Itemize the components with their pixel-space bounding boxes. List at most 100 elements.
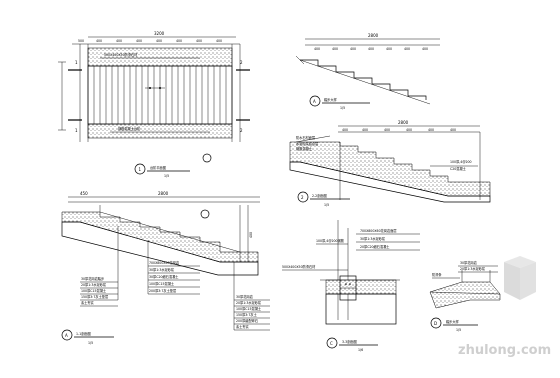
svg-text:20厚1:3水泥砂浆: 20厚1:3水泥砂浆 (236, 300, 262, 305)
svg-text:400: 400 (428, 128, 434, 132)
svg-text:30厚花岗岩踏步: 30厚花岗岩踏步 (81, 276, 104, 281)
svg-text:30厚1:3水泥砂浆: 30厚1:3水泥砂浆 (149, 267, 175, 272)
s11-right-notes: 30厚花岗岩 20厚1:3水泥砂浆 100厚C15混凝土 150厚3:7灰土 2… (234, 294, 270, 331)
s22-overall-dim: 2800 (398, 120, 409, 125)
svg-text:400: 400 (332, 47, 338, 51)
plan-section-mark-1b: 1 (75, 128, 78, 133)
svg-text:素土夯实: 素土夯实 (81, 300, 94, 305)
svg-text:400: 400 (216, 39, 222, 43)
svg-text:400: 400 (404, 47, 410, 51)
plan-title: 台阶平面图 (150, 165, 166, 170)
edge-notes: 30厚花岗岩 20厚1:3水泥砂浆 防滑条 (432, 260, 498, 279)
s33-notes: 100厚,4@200钢筋 700X800X60花岗岩面层 30厚1:3水泥砂浆 … (282, 228, 420, 271)
svg-text:400: 400 (350, 47, 356, 51)
plan-view: 3200 400 400 400 400 400 400 400 500 (58, 31, 250, 178)
section-3-3: 100厚,4@200钢筋 700X800X60花岗岩面层 30厚1:3水泥砂浆 … (282, 220, 420, 352)
s33-block (325, 279, 397, 295)
svg-text:防水石材面层: 防水石材面层 (296, 135, 315, 140)
svg-text:1: 1 (139, 167, 142, 172)
svg-text:100厚,4@200: 100厚,4@200 (450, 159, 472, 164)
watermark-text: zhulong.com (458, 343, 551, 358)
s11-title: 1-1剖面图 (76, 331, 91, 336)
edge-scale: 1/5 (456, 328, 461, 332)
svg-text:150厚3:7灰土: 150厚3:7灰土 (236, 312, 258, 317)
s22-right-notes: 100厚,4@200 C20混凝土 (430, 159, 478, 171)
svg-text:700X800X60花岗岩: 700X800X60花岗岩 (149, 260, 180, 265)
plan-title-bubble (134, 163, 146, 175)
svg-text:水泥砂浆结合层: 水泥砂浆结合层 (296, 141, 318, 146)
svg-text:400: 400 (342, 128, 348, 132)
plan-treads (93, 66, 227, 124)
s22-title-bubble (297, 191, 309, 203)
svg-text:400: 400 (422, 47, 428, 51)
s11-slab (61, 211, 259, 263)
svg-text:400: 400 (406, 128, 412, 132)
svg-text:30厚1:3水泥砂浆: 30厚1:3水泥砂浆 (360, 236, 386, 241)
plan-detail-bubble (202, 153, 212, 163)
s22-scale: 1/5 (324, 203, 329, 207)
svg-text:2: 2 (301, 195, 304, 200)
plan-sub-dims: 400 400 400 400 400 400 400 (96, 39, 222, 43)
s33-title-bubble (326, 337, 338, 349)
svg-text:100厚,4@200钢筋: 100厚,4@200钢筋 (316, 238, 344, 243)
plan-section-mark-2b: 2 (240, 128, 243, 133)
plan-left-dim: 500 (78, 39, 84, 43)
step-title: 踏步大样 (324, 97, 338, 102)
s11-detail-bubble (200, 209, 210, 219)
watermark-logo-icon (504, 256, 536, 300)
plan-note-mid: 钢筋混凝土台阶 (118, 126, 141, 131)
s11-mid-notes: 700X800X60花岗岩 30厚1:3水泥砂浆 30厚C20细石混凝土 100… (148, 260, 200, 295)
svg-text:钢筋混凝土: 钢筋混凝土 (296, 146, 313, 151)
step-profile-line (300, 59, 427, 100)
svg-text:20厚1:3水泥砂浆: 20厚1:3水泥砂浆 (81, 282, 107, 287)
svg-text:150厚3:7灰土垫层: 150厚3:7灰土垫层 (81, 294, 108, 299)
svg-text:D: D (434, 321, 437, 326)
svg-text:100厚C15混凝土: 100厚C15混凝土 (236, 306, 262, 311)
step-title-bubble (309, 95, 321, 107)
svg-text:400: 400 (249, 232, 253, 238)
svg-text:400: 400 (176, 39, 182, 43)
svg-text:400: 400 (362, 128, 368, 132)
section-2-2: 2800 400 400 400 400 400 400 防水石材面层 水泥砂浆… (289, 120, 491, 207)
svg-text:30厚C20细石混凝土: 30厚C20细石混凝土 (149, 274, 179, 279)
svg-text:30厚花岗岩: 30厚花岗岩 (236, 294, 254, 299)
svg-text:400: 400 (116, 39, 122, 43)
svg-text:C: C (330, 341, 333, 346)
step-sub-dims: 400 400 400 400 400 400 400 (314, 47, 428, 51)
step-overall-dim: 2800 (368, 33, 379, 38)
section-1-1: 450 2800 400 30厚花岗岩踏步 20厚1:3水泥砂浆 100厚C15… (61, 191, 270, 345)
s11-left-dim: 450 (80, 191, 88, 196)
svg-text:A: A (65, 333, 68, 338)
plan-scale: 1/5 (164, 174, 169, 178)
edge-title: 踏步大样 (446, 319, 460, 324)
watermark: zhulong.com (458, 256, 551, 358)
s33-scale: 1/6 (358, 348, 363, 352)
svg-text:200厚3:7灰土垫层: 200厚3:7灰土垫层 (149, 288, 176, 293)
step-scale: 1/5 (340, 106, 345, 110)
plan-section-mark-2: 2 (240, 60, 243, 65)
svg-text:200厚级配碎石: 200厚级配碎石 (236, 318, 258, 323)
s11-scale: 1/5 (88, 341, 93, 345)
svg-text:400: 400 (96, 39, 102, 43)
svg-text:700X800X60花岗岩面层: 700X800X60花岗岩面层 (360, 228, 397, 233)
svg-text:100厚C15混凝土: 100厚C15混凝土 (81, 288, 107, 293)
svg-text:400: 400 (450, 128, 456, 132)
plan-border-top (87, 47, 233, 67)
svg-text:400: 400 (368, 47, 374, 51)
s11-overall-dim: 2800 (158, 191, 169, 196)
svg-text:A: A (313, 99, 316, 104)
svg-text:100厚C15混凝土: 100厚C15混凝土 (149, 281, 175, 286)
svg-text:C20混凝土: C20混凝土 (450, 166, 467, 171)
edge-title-bubble (430, 317, 442, 329)
plan-border-bottom (87, 123, 233, 139)
svg-text:400: 400 (384, 128, 390, 132)
svg-text:400: 400 (314, 47, 320, 51)
plan-overall-dim: 3200 (154, 31, 165, 36)
s33-title: 3-3剖面图 (342, 339, 357, 344)
s22-sub-dims: 400 400 400 400 400 400 (342, 128, 456, 132)
svg-text:防滑条: 防滑条 (432, 272, 442, 277)
edge-slab (429, 281, 501, 309)
svg-text:400: 400 (136, 39, 142, 43)
edge-detail: 30厚花岗岩 20厚1:3水泥砂浆 防滑条 D 踏步大样 1/5 (429, 260, 501, 332)
